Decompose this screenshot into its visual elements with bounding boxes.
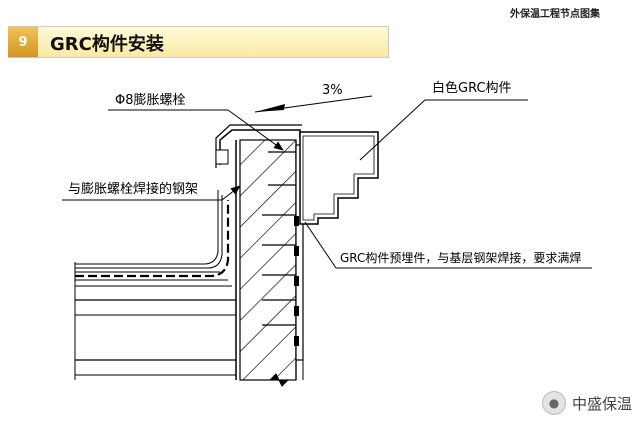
- slope-indicator: 3%: [254, 83, 373, 113]
- watermark-text: 中盛保温: [571, 394, 632, 413]
- section-number-badge: 9: [8, 27, 38, 57]
- slope-label: 3%: [322, 83, 343, 98]
- section-title: GRC构件安装: [50, 34, 164, 55]
- embed-label: GRC构件预埋件，与基层钢架焊接，要求满焊: [340, 250, 581, 265]
- steel-frame-callout: 与膨胀螺栓焊接的钢架: [62, 181, 241, 201]
- section-title-bar: 9 GRC构件安装: [8, 26, 389, 58]
- grc-component: [299, 131, 379, 225]
- bolt-callout: Φ8膨胀螺栓: [108, 93, 284, 151]
- roof-slab-layers: [74, 190, 236, 380]
- grc-white-label: 白色GRC构件: [432, 80, 512, 96]
- steel-frame-label: 与膨胀螺栓焊接的钢架: [68, 181, 198, 197]
- embed-callout: GRC构件预埋件，与基层钢架焊接，要求满焊: [304, 221, 592, 269]
- bolt-label: Φ8膨胀螺栓: [115, 93, 186, 108]
- parapet-wall: [235, 139, 304, 381]
- grc-white-callout: 白色GRC构件: [359, 80, 528, 161]
- corner-title: 外保温工程节点图集: [510, 9, 600, 20]
- break-lines: [269, 373, 289, 387]
- watermark: ● 中盛保温: [541, 391, 632, 415]
- wechat-icon: ●: [541, 391, 566, 415]
- expansion-bolts: [262, 151, 300, 326]
